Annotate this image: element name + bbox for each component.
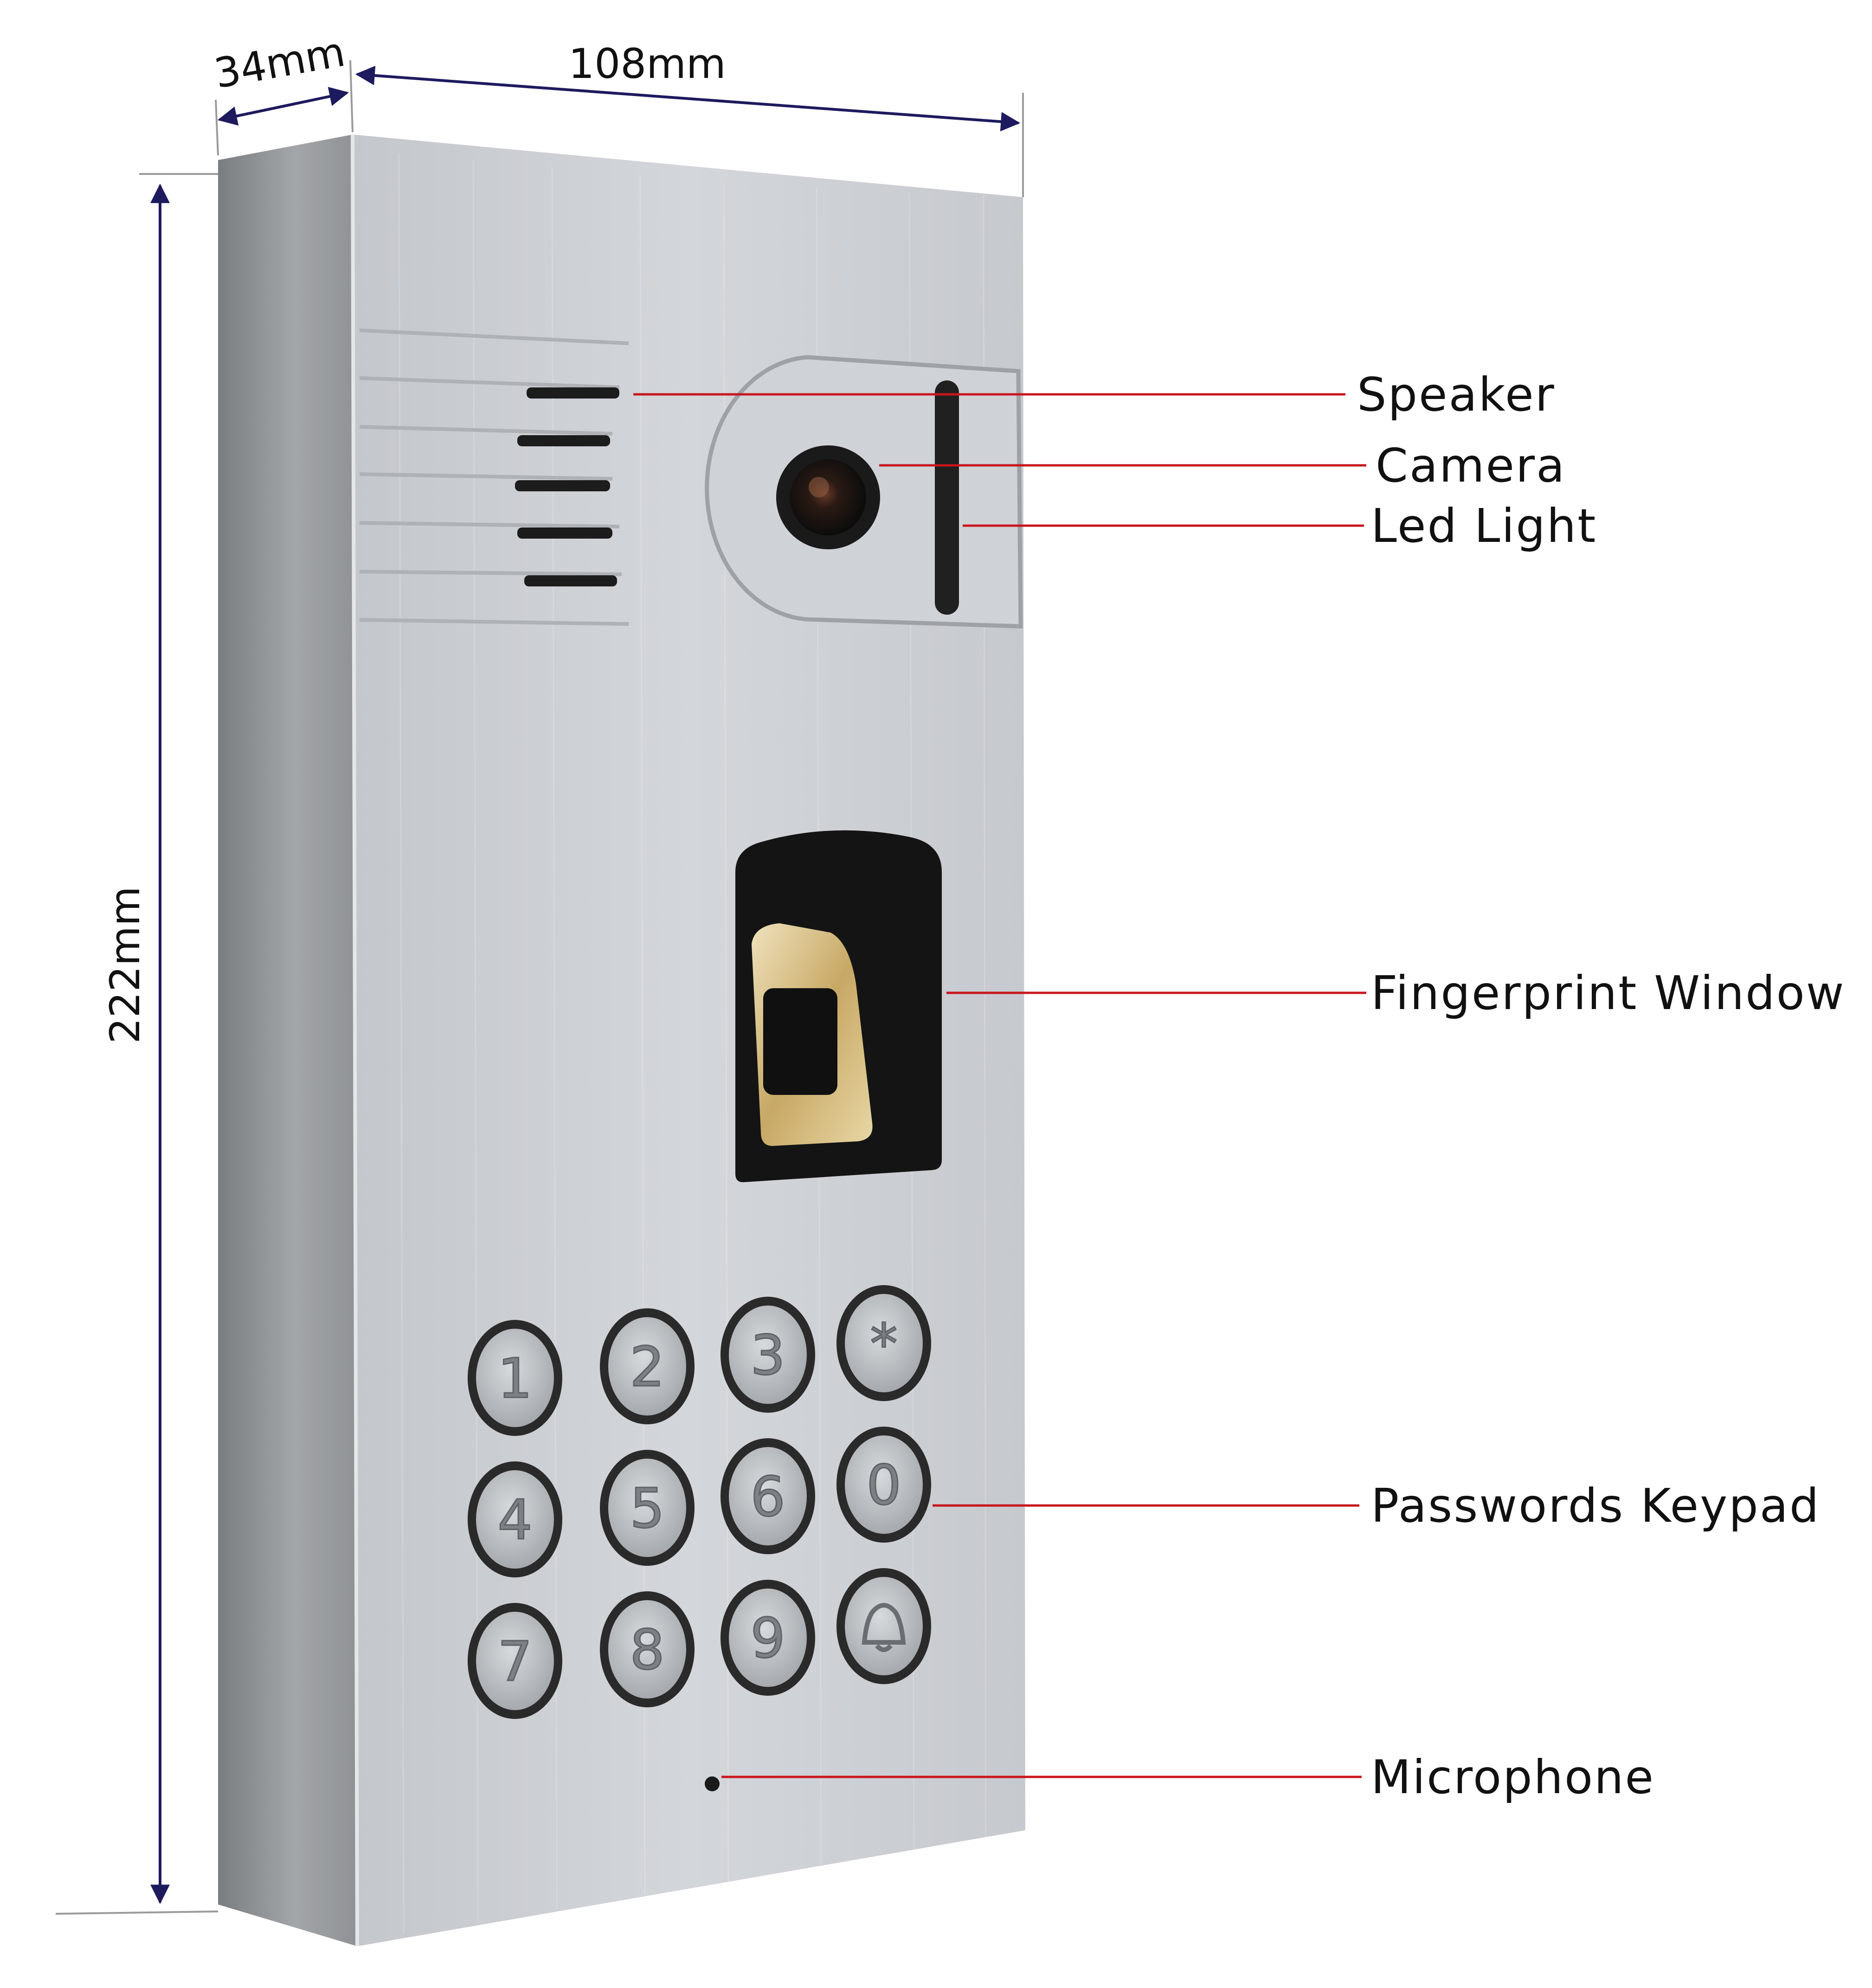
passwords-keypad-label: Passwords Keypad [1371,1479,1821,1533]
camera-module [705,355,1023,629]
keypad-key-face [729,1589,807,1687]
keypad-key-label: 8 [630,1618,664,1682]
keypad-key-face [476,1329,554,1427]
camera-label: Camera [1376,438,1566,493]
microphone-hole [705,1776,720,1791]
keypad-key-face [729,1447,807,1545]
keypad-key-1[interactable]: 1 [468,1320,562,1436]
keypad-key-face [845,1577,923,1675]
keypad-key-face [608,1459,686,1557]
keypad-key-face [608,1600,686,1698]
height-dimension-label: 222mm [101,886,149,1043]
keypad-key-bell[interactable] [836,1568,931,1684]
keypad-key-6[interactable]: 6 [720,1438,815,1554]
keypad-key-label: 0 [866,1453,901,1517]
keypad-key-label: 1 [497,1346,532,1410]
keypad-key-9[interactable]: 9 [720,1580,815,1696]
speaker-slot [517,528,612,539]
keypad-key-8[interactable]: 8 [600,1591,695,1707]
depth-extension-line [349,60,354,133]
fingerprint-sensor [763,988,837,1095]
keypad-key-label: 2 [630,1335,664,1399]
speaker-slot [515,480,610,491]
keypad-key-face [845,1294,923,1392]
depth-dimension-label: 34mm [211,28,348,98]
keypad-key-label: 5 [630,1476,664,1540]
width-dimension-label: 108mm [568,40,726,88]
keypad-key-3[interactable]: 3 [720,1297,815,1413]
keypad-key-face [845,1435,923,1534]
device-side-panel [218,135,357,1946]
keypad-key-label: 4 [497,1488,532,1552]
keypad-key-4[interactable]: 4 [468,1461,562,1577]
dimension-annotations: 34mm 108mm 222mm [55,28,1024,1915]
depth-dimension-line [217,87,349,126]
keypad-key-label: 6 [750,1465,785,1529]
width-dimension-line [355,65,1021,132]
fingerprint-window-label: Fingerprint Window [1371,966,1846,1020]
speaker-grille [359,328,629,626]
device-edge [351,134,359,1947]
keypad-key-2[interactable]: 2 [600,1308,695,1424]
bell-icon [862,1603,906,1652]
led-light-strip [935,380,959,615]
keypad-key-face [729,1306,807,1404]
height-extension-line [55,1911,219,1915]
led-light-label: Led Light [1371,499,1597,553]
speaker-slot [524,575,617,586]
keypad-key-face [608,1317,686,1415]
intercom-device: 1 2 3 * 4 5 6 0 7 8 9 [218,134,1025,1947]
keypad-key-label: * [870,1312,898,1376]
fingerprint-window [735,830,942,1183]
keypad-key-star[interactable]: * [836,1285,931,1401]
keypad-key-5[interactable]: 5 [600,1450,695,1566]
depth-extension-line [215,99,219,156]
speaker-label: Speaker [1357,367,1556,422]
passwords-keypad: 1 2 3 * 4 5 6 0 7 8 9 [468,1285,931,1719]
microphone-label: Microphone [1371,1750,1655,1804]
keypad-key-7[interactable]: 7 [468,1603,562,1719]
speaker-slot [517,435,610,446]
camera-lens [790,459,866,535]
keypad-key-face [476,1612,554,1710]
keypad-key-label: 3 [750,1323,785,1387]
speaker-slot [527,387,619,399]
keypad-key-face [476,1470,554,1569]
keypad-key-label: 7 [497,1629,532,1693]
callouts: Speaker Camera Led Light Fingerprint Win… [633,367,1846,1804]
keypad-key-label: 9 [750,1606,785,1670]
keypad-key-0[interactable]: 0 [836,1427,931,1543]
